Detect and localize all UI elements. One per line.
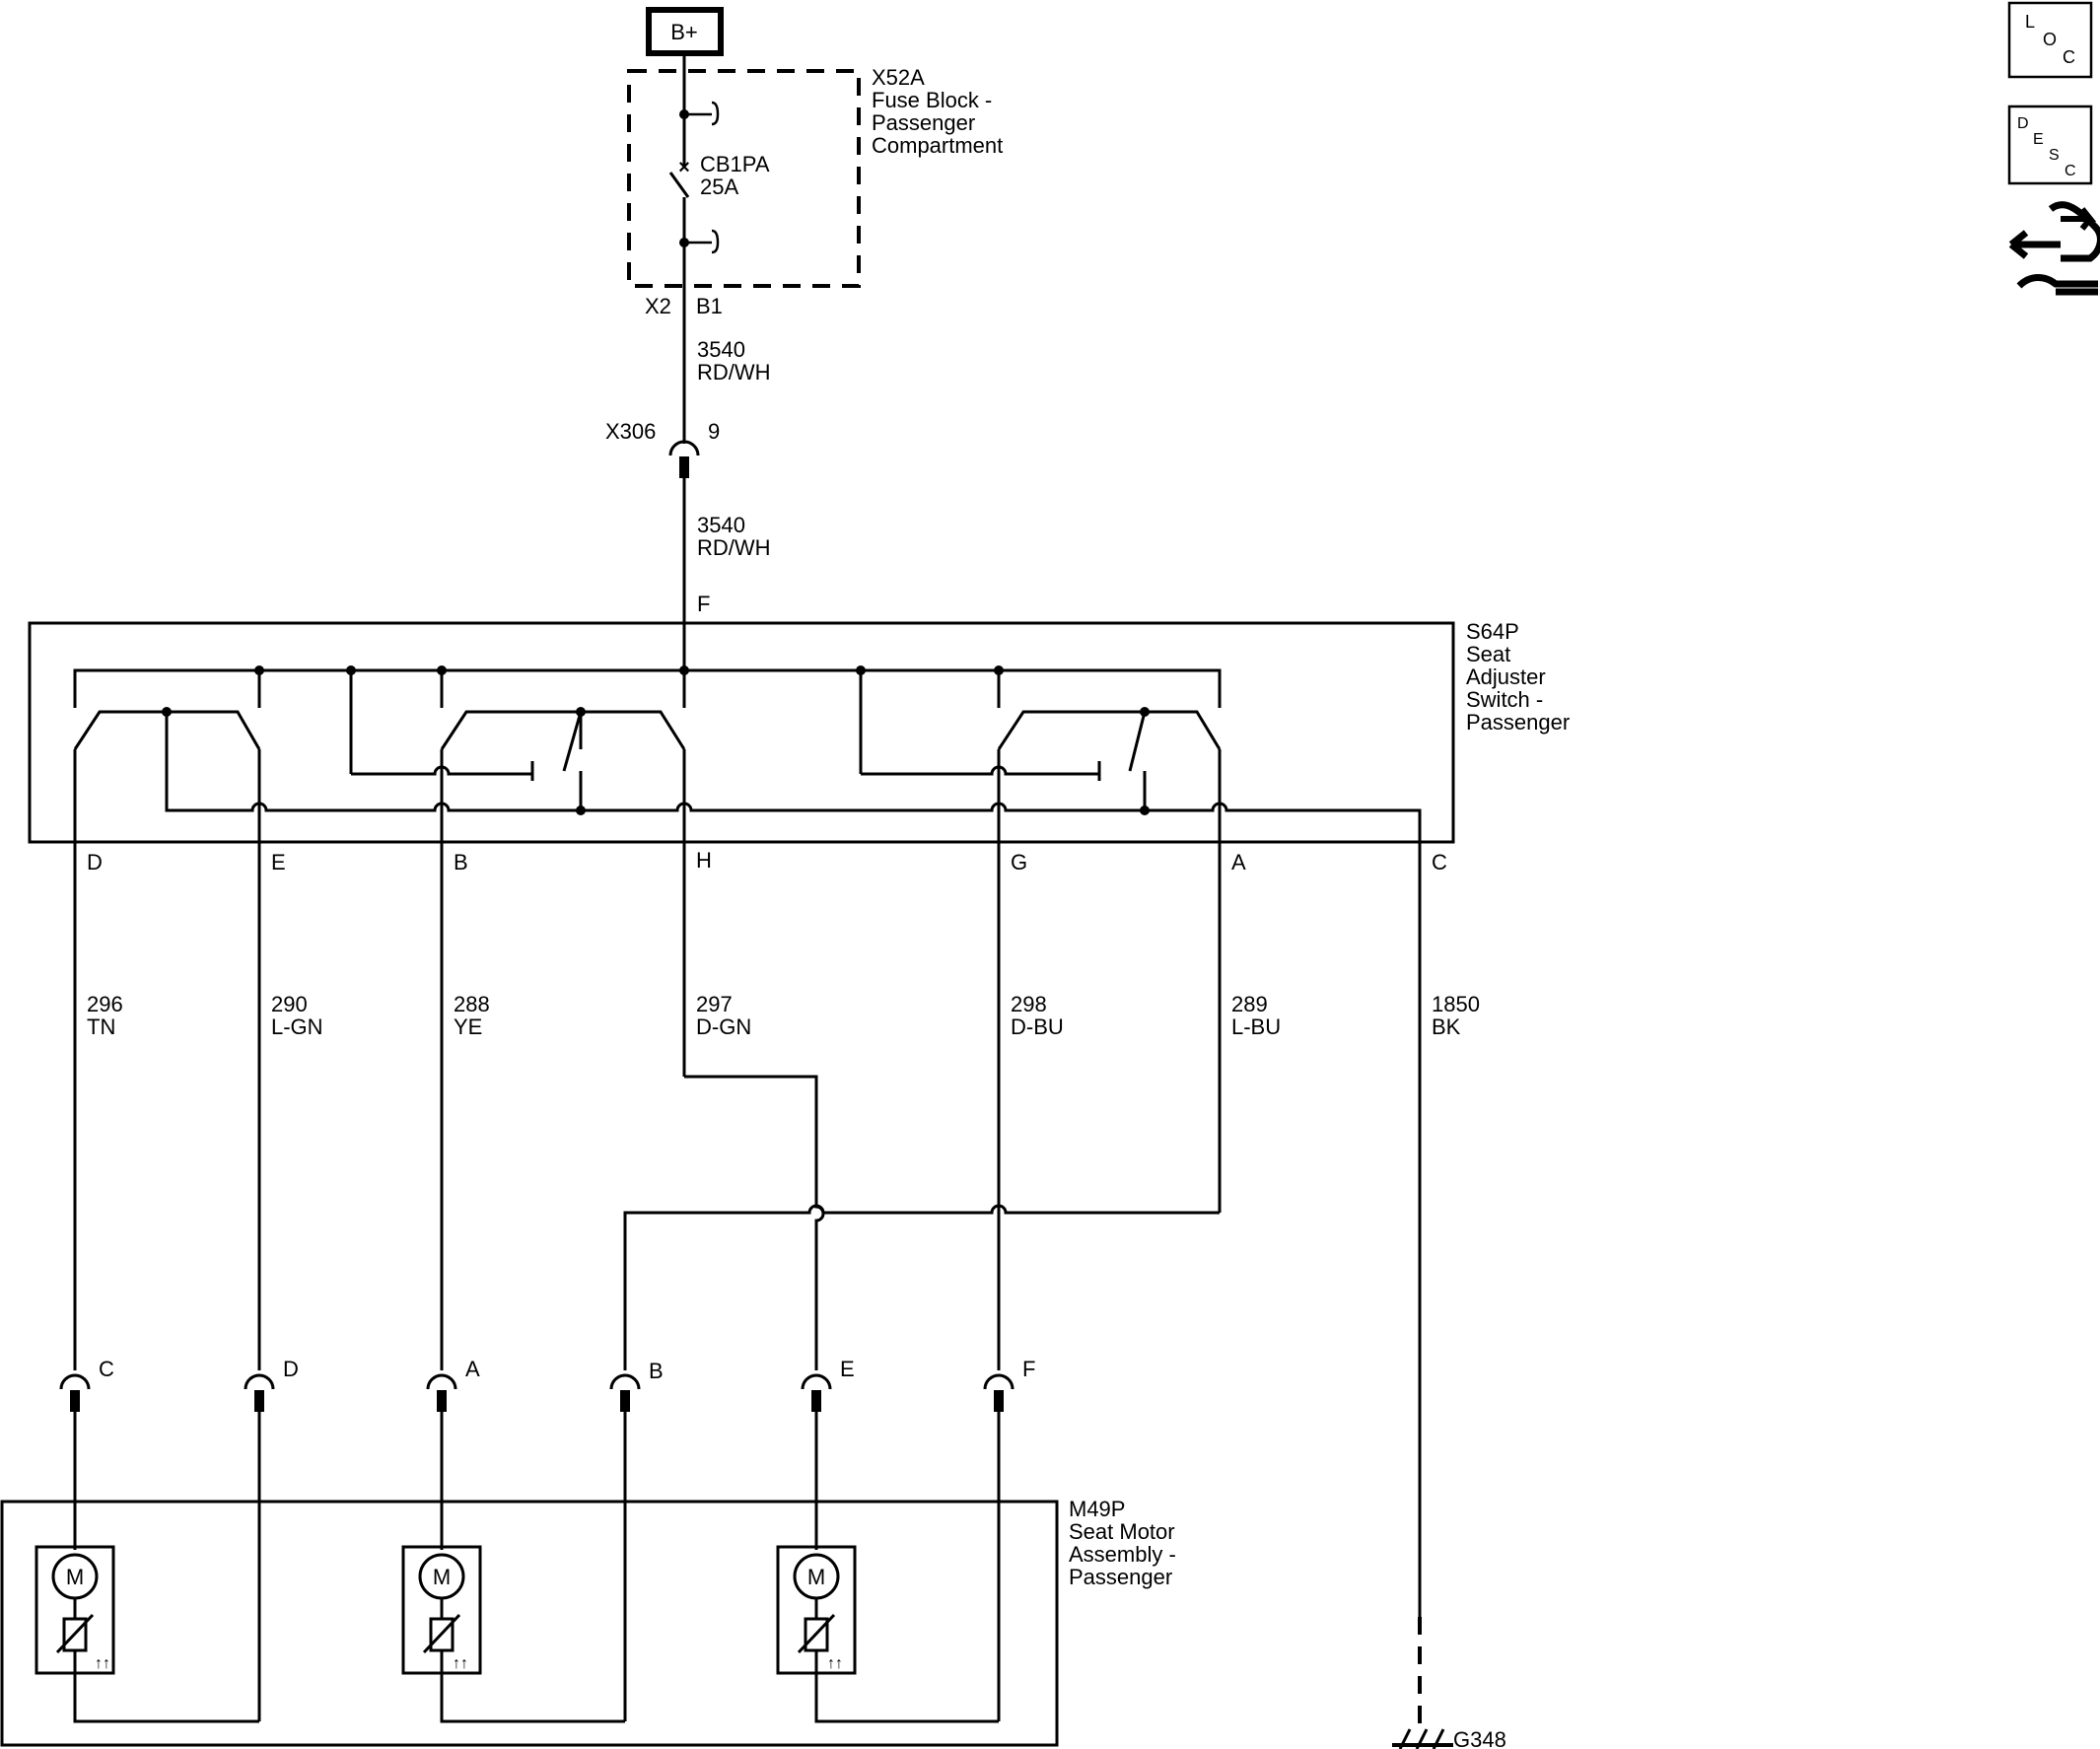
motor-pin-f: F: [1022, 1357, 1035, 1381]
wire-289-color: L-BU: [1231, 1014, 1281, 1039]
motor-pin-a: A: [465, 1357, 480, 1381]
location-button[interactable]: L O C: [2007, 1, 2093, 79]
seat-adjuster-switch: S64P Seat Adjuster Switch - Passenger: [28, 619, 1570, 1617]
wire-298-circuit: 298: [1011, 992, 1047, 1016]
switch-pin-b: B: [454, 850, 468, 874]
circuit-breaker: [668, 172, 690, 198]
fuse-connector-id: X2: [645, 294, 671, 318]
feed-wire-lower-circuit: 3540: [697, 513, 745, 537]
switch-name-3: Switch -: [1466, 687, 1543, 712]
motor-pin-c: C: [99, 1357, 114, 1381]
connector-repair-icon[interactable]: [2008, 201, 2100, 296]
loc-letter-l: L: [2025, 12, 2035, 32]
motor-assembly-name-3: Passenger: [1069, 1565, 1172, 1589]
wire-290-circuit: 290: [271, 992, 308, 1016]
motor-3: M ↑↑: [776, 1545, 999, 1723]
fuse-block: X52A Fuse Block - Passenger Compartment …: [627, 65, 1003, 288]
inline-connector-x306: X306 9: [605, 419, 720, 478]
switch-pin-h: H: [696, 848, 712, 873]
loc-letter-o: O: [2043, 30, 2057, 49]
desc-letter-s: S: [2049, 147, 2060, 164]
motor-connector-f: F: [983, 1357, 1035, 1412]
wire-297-color: D-GN: [696, 1014, 751, 1039]
motor-connector-b: B: [609, 1359, 664, 1412]
desc-letter-c: C: [2065, 163, 2076, 179]
power-label: B+: [670, 20, 698, 44]
fuse-connector-pin: B1: [696, 294, 723, 318]
svg-text:↑↑: ↑↑: [453, 1655, 468, 1672]
wire-298-color: D-BU: [1011, 1014, 1064, 1039]
motor-2-symbol: M: [433, 1565, 451, 1589]
motor-connector-d: D: [244, 1357, 299, 1412]
fuse-block-name-1: Fuse Block -: [872, 88, 992, 112]
power-source: B+: [646, 7, 724, 56]
description-button[interactable]: D E S C: [2007, 105, 2093, 185]
motor-pin-e: E: [840, 1357, 855, 1381]
fuse-block-name-2: Passenger: [872, 110, 975, 135]
motor-assembly-id: M49P: [1069, 1497, 1125, 1521]
motor-3-symbol: M: [807, 1565, 825, 1589]
desc-letter-e: E: [2033, 131, 2044, 148]
wire-1850-color: BK: [1432, 1014, 1461, 1039]
motor-connector-a: A: [426, 1357, 480, 1412]
motor-2: M ↑↑: [401, 1545, 625, 1723]
switch-name-2: Adjuster: [1466, 665, 1546, 689]
switch-pin-g: G: [1011, 850, 1027, 874]
wire-289-circuit: 289: [1231, 992, 1268, 1016]
motor-assembly-name-1: Seat Motor: [1069, 1519, 1175, 1544]
wire-290-color: L-GN: [271, 1014, 323, 1039]
switch-name-1: Seat: [1466, 642, 1510, 666]
feed-wire-lower-color: RD/WH: [697, 535, 771, 560]
motor-assembly-name-2: Assembly -: [1069, 1542, 1176, 1567]
motor-pin-b: B: [649, 1359, 664, 1383]
wire-297-circuit: 297: [696, 992, 733, 1016]
wire-296-color: TN: [87, 1014, 115, 1039]
inline-connector-pin: 9: [708, 419, 720, 444]
motor-harness-connectors: C D A B E F: [59, 1357, 1035, 1412]
motor-1-symbol: M: [66, 1565, 84, 1589]
svg-text:↑↑: ↑↑: [95, 1655, 110, 1672]
wire-288-color: YE: [454, 1014, 482, 1039]
wire-296-circuit: 296: [87, 992, 123, 1016]
fuse-block-id: X52A: [872, 65, 925, 90]
switch-pin-d: D: [87, 850, 103, 874]
breaker-id: CB1PA: [700, 152, 770, 176]
wire-288-circuit: 288: [454, 992, 490, 1016]
motor-connector-e: E: [801, 1357, 855, 1412]
svg-text:×: ×: [678, 157, 690, 178]
wire-1850-circuit: 1850: [1432, 992, 1480, 1016]
switch-input-pin: F: [697, 592, 710, 616]
seat-motor-assembly: M49P Seat Motor Assembly - Passenger M ↑…: [0, 1497, 1176, 1747]
breaker-rating: 25A: [700, 175, 738, 199]
desc-letter-d: D: [2017, 115, 2029, 132]
switch-pin-a: A: [1231, 850, 1246, 874]
switch-pin-c: C: [1432, 850, 1447, 874]
switch-name-4: Passenger: [1466, 710, 1570, 735]
motor-pin-d: D: [283, 1357, 299, 1381]
loc-letter-c: C: [2063, 47, 2075, 67]
wire-labels: 296 TN 290 L-GN 288 YE 297 D-GN 298 D-BU…: [87, 992, 1480, 1039]
fuse-block-name-3: Compartment: [872, 133, 1003, 158]
switch-pin-e: E: [271, 850, 286, 874]
motor-1: M ↑↑: [35, 1545, 259, 1723]
feed-wire-upper-circuit: 3540: [697, 337, 745, 362]
motor-connector-c: C: [59, 1357, 114, 1412]
inline-connector-id: X306: [605, 419, 656, 444]
ground-g348: G348: [1392, 1617, 1506, 1749]
svg-text:↑↑: ↑↑: [827, 1655, 843, 1672]
switch-id: S64P: [1466, 619, 1519, 644]
feed-wire-upper-color: RD/WH: [697, 360, 771, 385]
ground-id: G348: [1453, 1727, 1506, 1749]
